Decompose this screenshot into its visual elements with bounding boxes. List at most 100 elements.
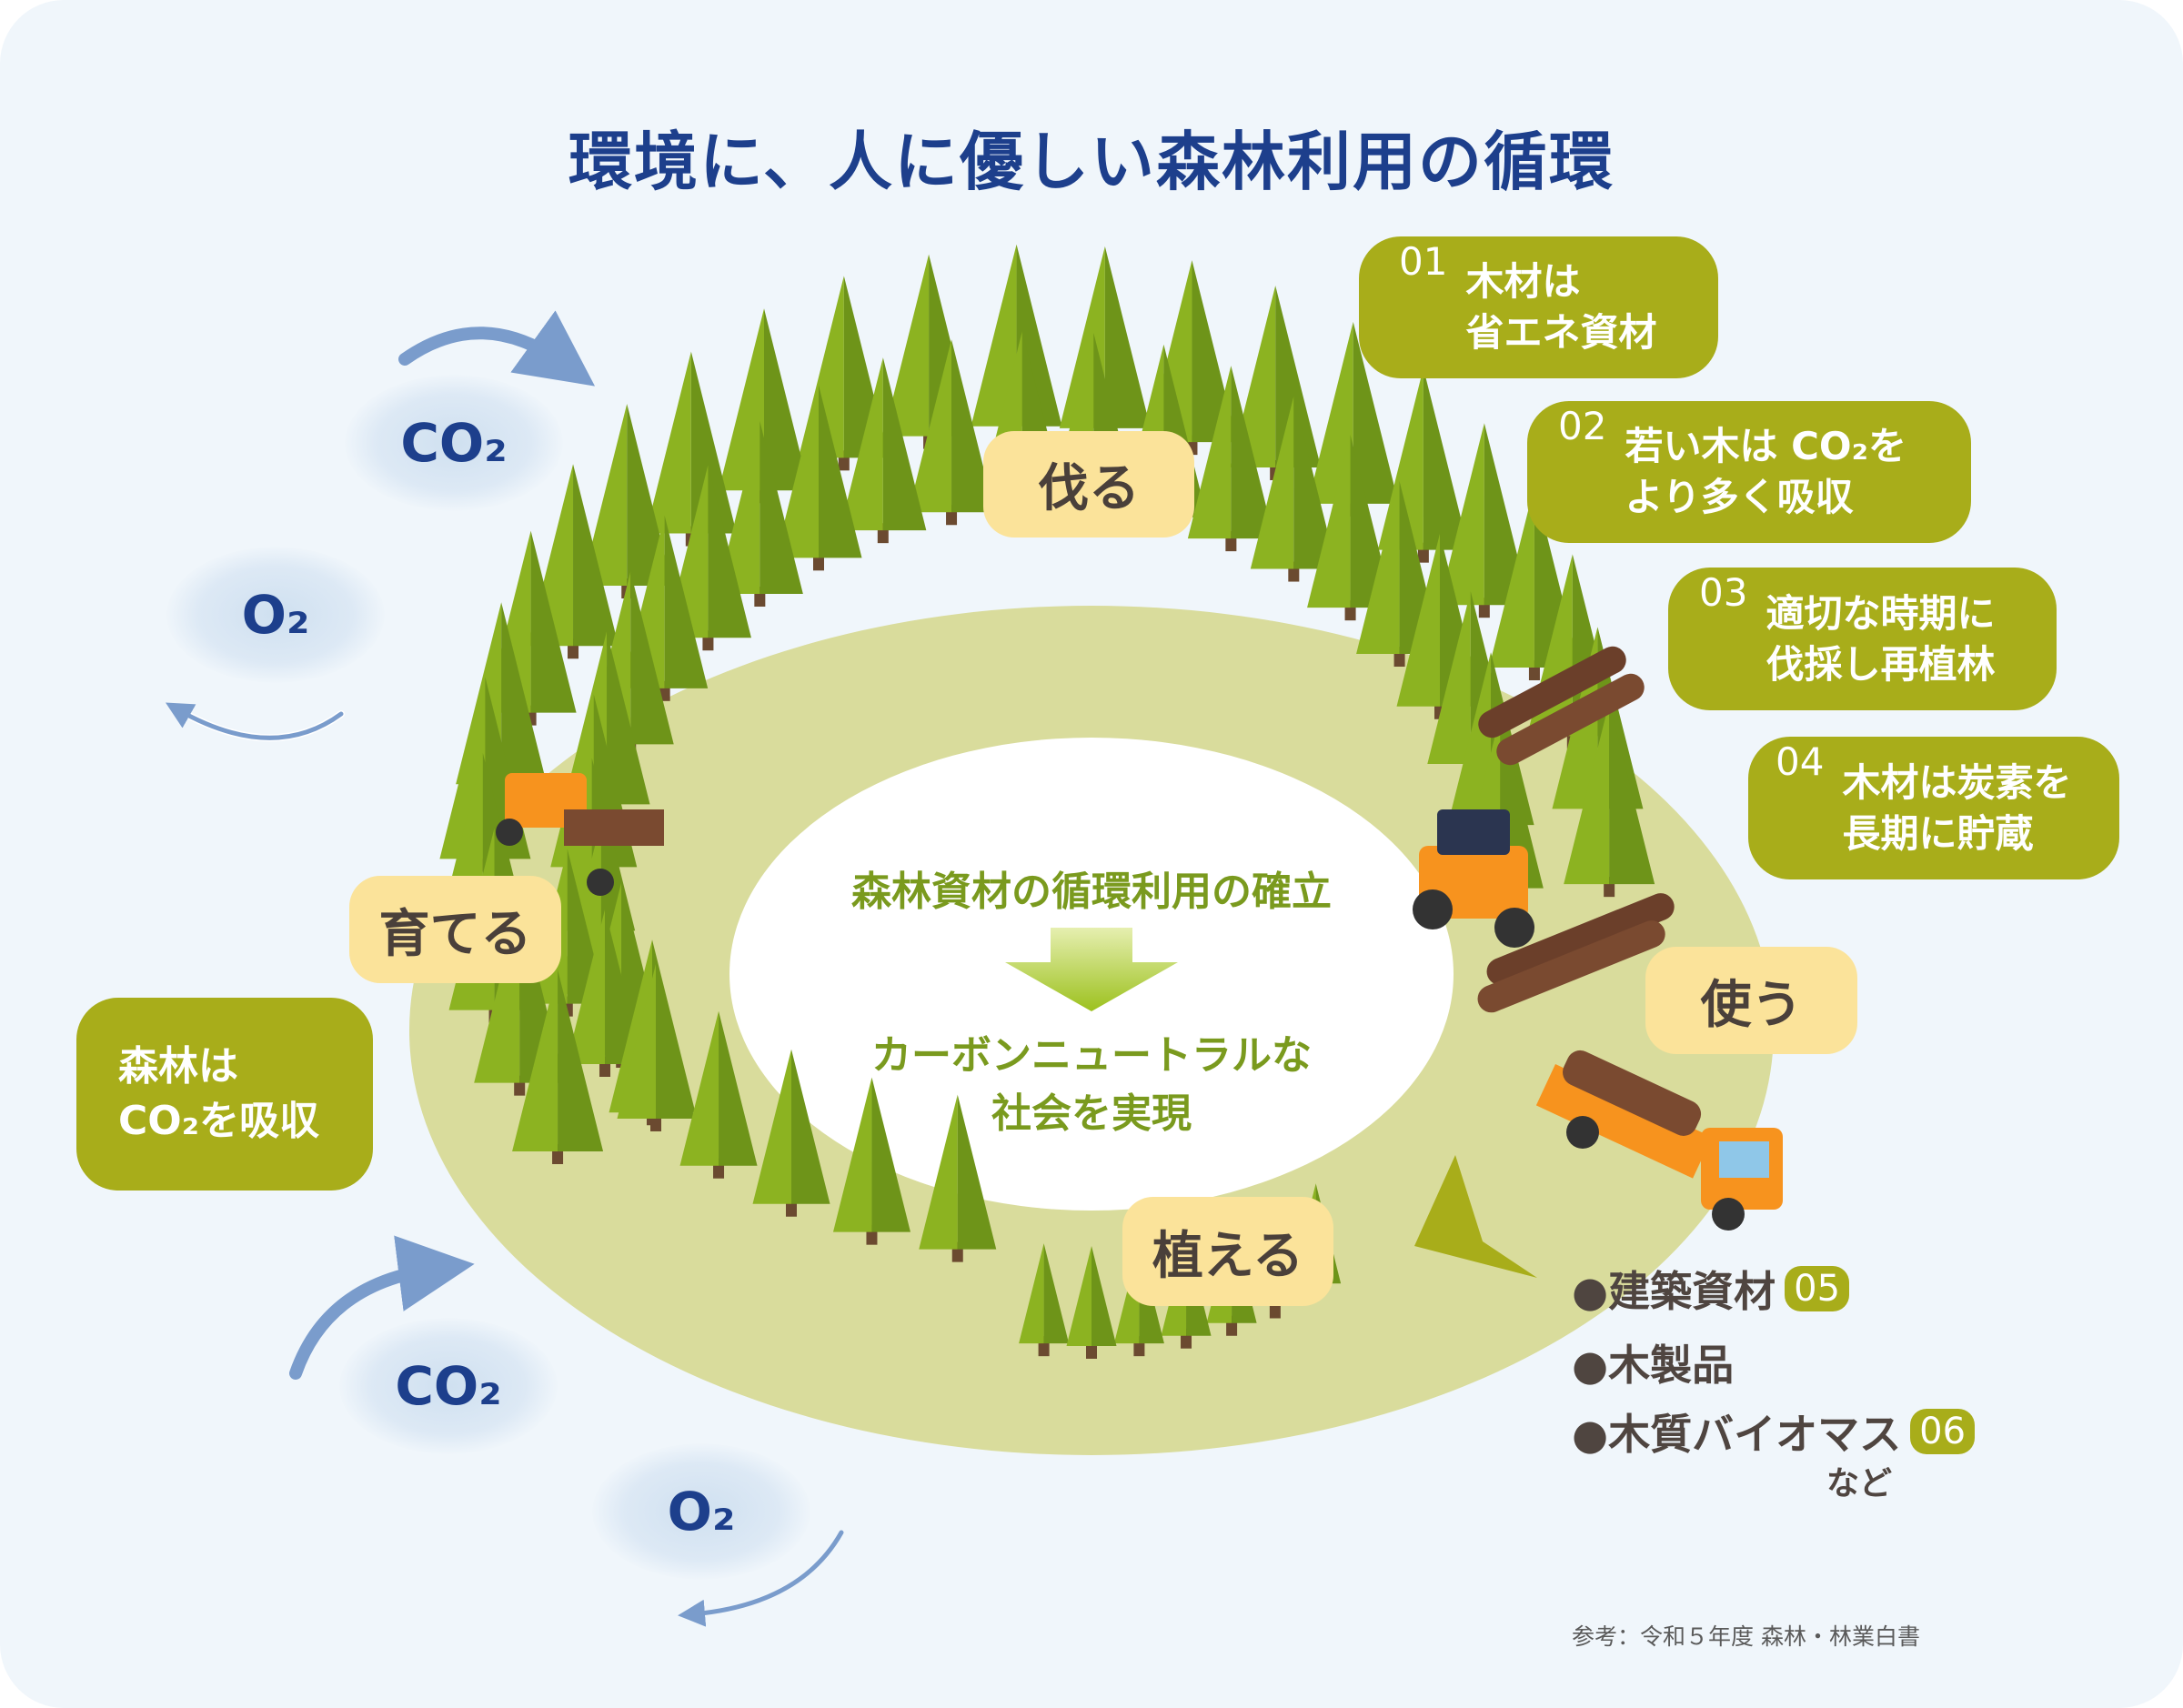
stage-use-label: 使う bbox=[1645, 947, 1857, 1054]
tree-icon bbox=[1377, 367, 1423, 550]
tree-icon bbox=[581, 404, 628, 587]
benefit-01: 01 木材は省エネ資材 bbox=[1359, 236, 1718, 378]
tree-icon bbox=[1092, 1246, 1117, 1346]
tree-icon bbox=[1356, 481, 1400, 655]
flow-chevron-icon bbox=[1414, 1155, 1537, 1278]
tree-icon bbox=[882, 357, 927, 531]
tree-icon bbox=[1447, 652, 1492, 826]
benefit-line: 伐採し再植林 bbox=[1766, 641, 1996, 687]
stage-cut-label: 伐る bbox=[983, 431, 1194, 538]
tree-icon bbox=[617, 963, 657, 1119]
tree-icon bbox=[1423, 367, 1469, 550]
tree-icon bbox=[840, 357, 883, 531]
tree-icon bbox=[630, 571, 674, 745]
tree-icon bbox=[664, 465, 709, 638]
tree-icon bbox=[501, 602, 548, 785]
logs-icon bbox=[1477, 646, 1675, 1013]
tree-icon bbox=[512, 970, 558, 1151]
co2-bubble-top: CO₂ bbox=[345, 375, 563, 511]
tree-icon bbox=[1488, 486, 1534, 668]
tree-icon bbox=[1231, 366, 1274, 539]
use-item-label: ●木質バイオマス bbox=[1572, 1410, 1902, 1459]
down-arrow-icon bbox=[1005, 928, 1178, 1011]
tree-icon bbox=[752, 1049, 791, 1204]
tree-icon bbox=[1043, 1243, 1070, 1344]
benefit-line: より多く吸収 bbox=[1625, 475, 1854, 519]
tree-icon bbox=[1438, 423, 1484, 606]
tractor-icon bbox=[1413, 809, 1534, 948]
center-result-line2: 社会を実現 bbox=[991, 1090, 1192, 1137]
benefit-04: 04 木材は炭素を長期に貯蔵 bbox=[1748, 737, 2119, 879]
tree-icon bbox=[951, 339, 995, 513]
tree-icon bbox=[1609, 702, 1655, 885]
tree-icon bbox=[1250, 396, 1294, 569]
tree-icon bbox=[883, 254, 930, 437]
forest-box-line: 森林は bbox=[118, 1043, 238, 1090]
forest-trees bbox=[437, 244, 1655, 1359]
tree-icon bbox=[530, 530, 577, 713]
use-item-products: ●木製品 bbox=[1572, 1332, 1734, 1392]
center-goal-text: 森林資材の循環利用の確立 bbox=[851, 869, 1332, 915]
tree-icon bbox=[1307, 435, 1351, 608]
benefit-number: 01 bbox=[1399, 239, 1448, 284]
tree-icon bbox=[832, 1077, 872, 1232]
uses-suffix: など bbox=[1826, 1465, 1893, 1502]
tree-icon bbox=[708, 465, 751, 638]
tree-icon bbox=[645, 351, 691, 534]
benefit-line: 木材は bbox=[1465, 259, 1581, 304]
tree-icon bbox=[1066, 1246, 1092, 1346]
tree-icon bbox=[719, 1010, 758, 1166]
forwarder-icon bbox=[496, 773, 664, 896]
tree-icon bbox=[1353, 321, 1399, 504]
forest-box-line: CO₂を吸収 bbox=[118, 1098, 319, 1144]
tree-icon bbox=[1275, 285, 1322, 467]
tree-icon bbox=[819, 385, 862, 558]
benefit-number: 04 bbox=[1776, 739, 1825, 784]
use-item-biomass: ●木質バイオマス 06 bbox=[1572, 1402, 1976, 1462]
tree-icon bbox=[908, 339, 952, 513]
tree-icon bbox=[791, 1049, 830, 1204]
benefit-line: 若い木は CO₂を bbox=[1625, 424, 1906, 468]
benefit-number: 02 bbox=[1558, 404, 1607, 448]
o2-bubble-bottom: O₂ bbox=[592, 1443, 810, 1580]
tree-icon bbox=[719, 308, 764, 491]
center-result-line1: カーボンニュートラルな bbox=[871, 1032, 1312, 1079]
tree-icon bbox=[1104, 246, 1151, 428]
tree-icon bbox=[871, 1077, 910, 1232]
use-item-label: ●木製品 bbox=[1572, 1341, 1735, 1390]
benefit-line: 長期に貯蔵 bbox=[1842, 810, 2034, 856]
forest-absorbs-box: 森林は CO₂を吸収 bbox=[76, 998, 373, 1191]
benefit-02: 02 若い木は CO₂をより多く吸収 bbox=[1527, 401, 1971, 543]
use-item-badge: 05 bbox=[1785, 1266, 1850, 1311]
benefit-line: 適切な時期に bbox=[1766, 590, 1996, 636]
stage-grow-label: 育てる bbox=[349, 876, 561, 983]
tree-icon bbox=[798, 276, 844, 458]
tree-icon bbox=[1396, 533, 1441, 707]
gas-cycle-arrows bbox=[165, 310, 844, 1627]
tree-icon bbox=[919, 1094, 958, 1250]
tree-icon bbox=[971, 244, 1017, 427]
reference-note: 参考：令和５年度 森林・林業白書 bbox=[1572, 1623, 1920, 1650]
benefit-number: 03 bbox=[1699, 570, 1748, 615]
tree-icon bbox=[664, 515, 709, 688]
tree-icon bbox=[1427, 590, 1471, 764]
tree-icon bbox=[621, 882, 665, 1056]
tree-icon bbox=[775, 385, 819, 558]
tree-icon bbox=[957, 1094, 997, 1250]
benefit-line: 省エネ資材 bbox=[1465, 310, 1657, 355]
benefit-03: 03 適切な時期に伐採し再植林 bbox=[1668, 568, 2057, 710]
benefit-line: 木材は炭素を bbox=[1842, 759, 2072, 805]
tree-icon bbox=[566, 909, 606, 1064]
use-item-building: ●建築資材 05 bbox=[1572, 1259, 1850, 1319]
page-title: 環境に、人に優しい森林利用の循環 bbox=[568, 124, 1615, 199]
tree-icon bbox=[1293, 396, 1337, 569]
tree-icon bbox=[558, 970, 604, 1151]
stage-plant-label: 植える bbox=[1122, 1197, 1333, 1306]
tree-icon bbox=[1307, 321, 1353, 504]
tree-icon bbox=[607, 631, 650, 805]
o2-bubble-top: O₂ bbox=[166, 547, 385, 683]
use-item-badge: 06 bbox=[1910, 1409, 1976, 1454]
tree-icon bbox=[528, 464, 574, 647]
truck-icon bbox=[1535, 1050, 1783, 1231]
